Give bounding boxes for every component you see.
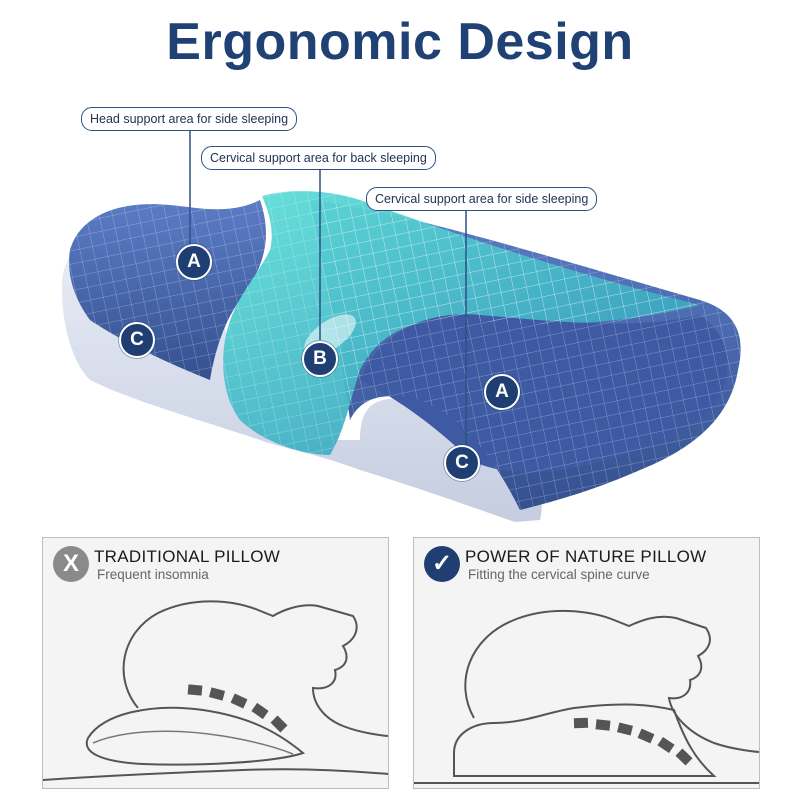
callout-head-support: Head support area for side sleeping: [81, 107, 298, 131]
traditional-pillow-panel: X TRADITIONAL PILLOW Frequent insomnia: [42, 537, 389, 789]
callout-cervical-side: Cervical support area for side sleeping: [366, 187, 598, 211]
nature-pillow-subtitle: Fitting the cervical spine curve: [468, 567, 650, 582]
nature-sleeper-illustration: [414, 609, 759, 784]
page-title: Ergonomic Design: [166, 13, 634, 71]
nature-pillow-panel: ✓ POWER OF NATURE PILLOW Fitting the cer…: [413, 537, 760, 789]
callout-cervical-back: Cervical support area for back sleeping: [201, 146, 436, 170]
nature-pillow-title: POWER OF NATURE PILLOW: [465, 547, 707, 566]
pillow-illustration: [61, 129, 741, 522]
badge-a-right: A: [484, 374, 520, 410]
traditional-pillow-title: TRADITIONAL PILLOW: [94, 547, 281, 566]
traditional-sleeper-illustration: [43, 600, 388, 781]
check-icon: ✓: [424, 546, 460, 582]
x-icon: X: [53, 546, 89, 582]
badge-c-right: C: [444, 445, 480, 481]
badge-c-left: C: [119, 322, 155, 358]
badge-b: B: [302, 341, 338, 377]
badge-a-left: A: [176, 244, 212, 280]
traditional-pillow-subtitle: Frequent insomnia: [97, 567, 209, 582]
